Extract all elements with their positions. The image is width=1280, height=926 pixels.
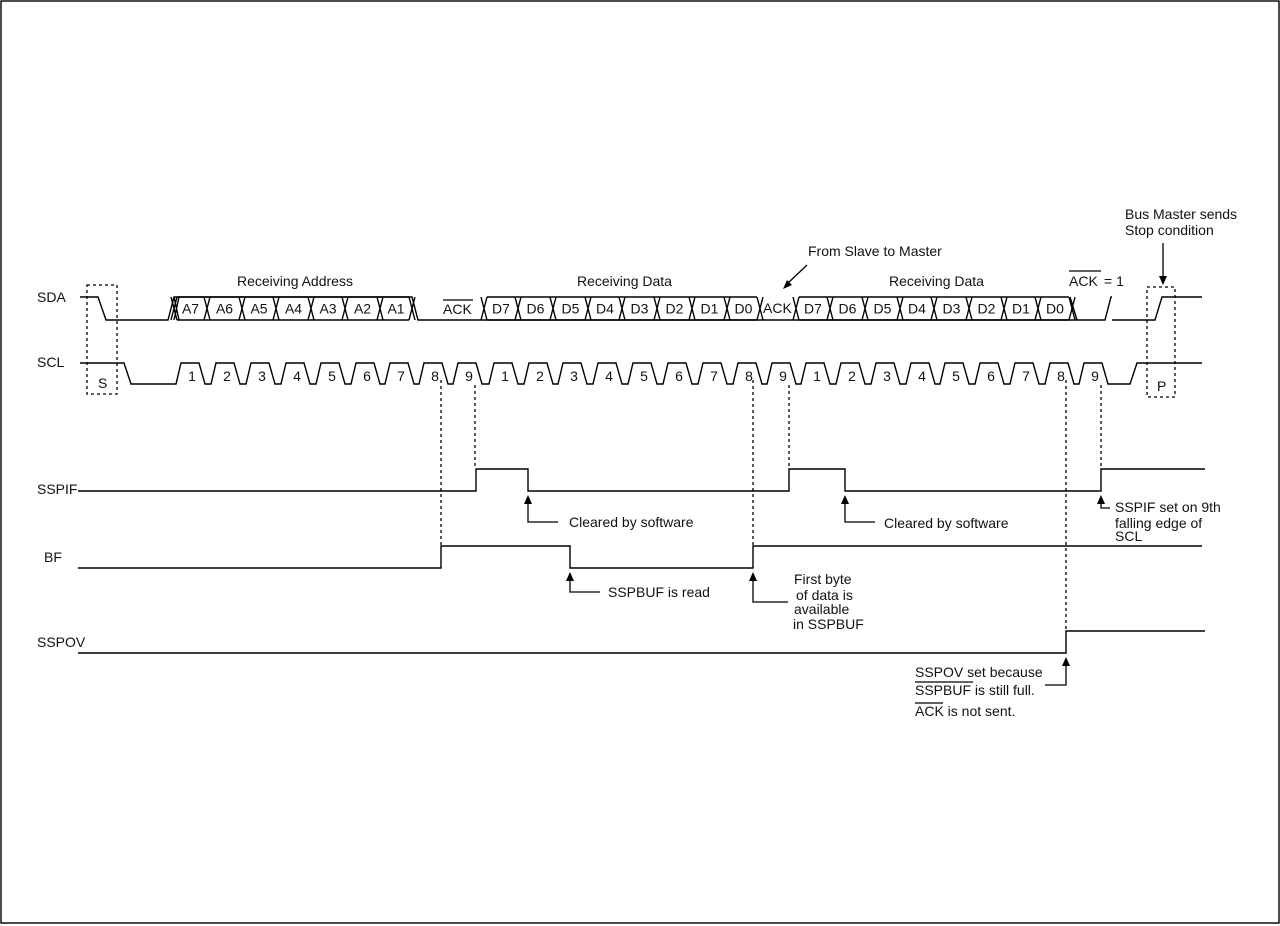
scl-clock-group2-8: 8 xyxy=(745,368,753,384)
sda-bus-addr xyxy=(170,296,416,321)
bus-master-line-2: Stop condition xyxy=(1125,222,1214,238)
sspov-label: SSPOV xyxy=(37,634,86,650)
sda-bit-data2-d2: D2 xyxy=(978,301,996,317)
sspov-waveform xyxy=(78,630,1205,654)
sda-bit-addr-a4: A4 xyxy=(285,301,302,317)
sda-bit-data1-d1: D1 xyxy=(701,301,719,317)
bf-label: BF xyxy=(44,549,62,565)
sspbuf-read-note: SSPBUF is read xyxy=(608,584,710,600)
scl-clock-group2-6: 6 xyxy=(675,368,683,384)
annotation-pointers xyxy=(524,243,1167,686)
stop-condition-box xyxy=(1146,286,1176,398)
timing-guides xyxy=(440,380,1102,631)
sda-bit-data2-d3: D3 xyxy=(943,301,961,317)
scl-clock-group2-5: 5 xyxy=(640,368,648,384)
sda-bit-addr-a7: A7 xyxy=(182,301,199,317)
sspov-note-ack: ACK xyxy=(915,703,944,719)
sda-bit-addr-a5: A5 xyxy=(250,301,267,317)
sda-bit-data1-d3: D3 xyxy=(631,301,649,317)
scl-clock-group3-1: 1 xyxy=(813,368,821,384)
sspif-waveform xyxy=(78,468,1205,492)
sspov-note-rest: is not sent. xyxy=(944,703,1016,719)
sda-bit-addr-a3: A3 xyxy=(319,301,336,317)
sspif-label: SSPIF xyxy=(37,481,77,497)
sspov-note-3: ACK is not sent. xyxy=(915,703,1015,719)
scl-clock-group3-7: 7 xyxy=(1022,368,1030,384)
sda-bit-data1-d7: D7 xyxy=(492,301,510,317)
scl-clock-group2-1: 1 xyxy=(501,368,509,384)
sda-bit-data1-d0: D0 xyxy=(735,301,753,317)
first-byte-note-4: in SSPBUF xyxy=(793,616,864,632)
scl-clock-group1-9: 9 xyxy=(465,368,473,384)
stop-label: P xyxy=(1157,378,1166,394)
sda-bit-data2-d6: D6 xyxy=(839,301,857,317)
ack-nack-value: = 1 xyxy=(1104,273,1124,289)
sda-label: SDA xyxy=(37,289,66,305)
cleared-note-2: Cleared by software xyxy=(884,515,1009,531)
sda-bit-data1-d5: D5 xyxy=(562,301,580,317)
scl-clock-group2-7: 7 xyxy=(710,368,718,384)
scl-clock-numbers: 1 2 3 4 5 6 7 8 9 1 2 3 4 5 6 7 8 9 1 2 3 4 5 6 7 8 9 xyxy=(188,368,1099,384)
sda-bit-data2-d1: D1 xyxy=(1012,301,1030,317)
scl-clock-group1-3: 3 xyxy=(258,368,266,384)
scl-clock-group3-2: 2 xyxy=(848,368,856,384)
scl-clock-group1-5: 5 xyxy=(328,368,336,384)
scl-clock-group3-6: 6 xyxy=(987,368,995,384)
sda-bit-data1-d2: D2 xyxy=(666,301,684,317)
scl-clock-group1-8: 8 xyxy=(431,368,439,384)
sda-bit-addr-a1: A1 xyxy=(387,301,404,317)
receiving-data-heading-2: Receiving Data xyxy=(889,273,984,289)
scl-clock-group1-6: 6 xyxy=(363,368,371,384)
scl-clock-group1-4: 4 xyxy=(293,368,301,384)
bus-master-line-1: Bus Master sends xyxy=(1125,206,1237,222)
receiving-data-heading-1: Receiving Data xyxy=(577,273,672,289)
scl-clock-group3-4: 4 xyxy=(918,368,926,384)
sda-bit-addr-a6: A6 xyxy=(216,301,233,317)
scl-clock-group3-3: 3 xyxy=(883,368,891,384)
sspif-set-note-3: SCL xyxy=(1115,528,1142,544)
sda-bit-data2-d0: D0 xyxy=(1046,301,1064,317)
scl-waveform xyxy=(80,362,1202,385)
scl-clock-group2-9: 9 xyxy=(779,368,787,384)
ack-1-label: ACK xyxy=(443,301,472,317)
scl-clock-group2-3: 3 xyxy=(570,368,578,384)
sda-bit-data2-d4: D4 xyxy=(908,301,926,317)
scl-clock-group3-8: 8 xyxy=(1057,368,1065,384)
sda-bit-data1-d6: D6 xyxy=(527,301,545,317)
scl-clock-group2-4: 4 xyxy=(605,368,613,384)
sda-bit-data2-d5: D5 xyxy=(874,301,892,317)
sda-bus-data1 xyxy=(480,296,764,321)
scl-clock-group1-2: 2 xyxy=(223,368,231,384)
first-byte-note-2: of data is xyxy=(796,587,853,603)
receiving-address-heading: Receiving Address xyxy=(237,273,353,289)
cleared-note-1: Cleared by software xyxy=(569,514,694,530)
scl-label: SCL xyxy=(37,354,64,370)
first-byte-note-3: available xyxy=(794,601,849,617)
scl-clock-group1-1: 1 xyxy=(188,368,196,384)
sda-bit-addr-a2: A2 xyxy=(354,301,371,317)
sda-bit-data2-d7: D7 xyxy=(804,301,822,317)
sda-bit-data1-d4: D4 xyxy=(596,301,614,317)
sspif-set-note-1: SSPIF set on 9th xyxy=(1115,499,1221,515)
scl-clock-group3-9: 9 xyxy=(1091,368,1099,384)
first-byte-note-1: First byte xyxy=(794,571,852,587)
scl-clock-group3-5: 5 xyxy=(952,368,960,384)
scl-clock-group2-2: 2 xyxy=(536,368,544,384)
sspov-note-1: SSPOV set because xyxy=(915,664,1043,680)
sspif-set-note-2: falling edge of xyxy=(1115,515,1202,531)
sda-bus-segments: A7 A6 A5 A4 A3 A2 A1 D7 D6 D5 D4 D3 D2 D1 D0 D7 D6 D5 D4 D3… xyxy=(170,296,1076,321)
start-label: S xyxy=(98,375,107,391)
ack-2-label: ACK xyxy=(763,300,792,316)
from-slave-heading: From Slave to Master xyxy=(808,243,942,259)
bf-waveform xyxy=(78,545,1202,569)
start-condition-box xyxy=(86,284,118,395)
scl-clock-group1-7: 7 xyxy=(397,368,405,384)
ack-nack-label: ACK xyxy=(1069,273,1098,289)
sda-bus-data2 xyxy=(792,296,1076,321)
sspov-note-2: SSPBUF is still full. xyxy=(915,682,1035,698)
